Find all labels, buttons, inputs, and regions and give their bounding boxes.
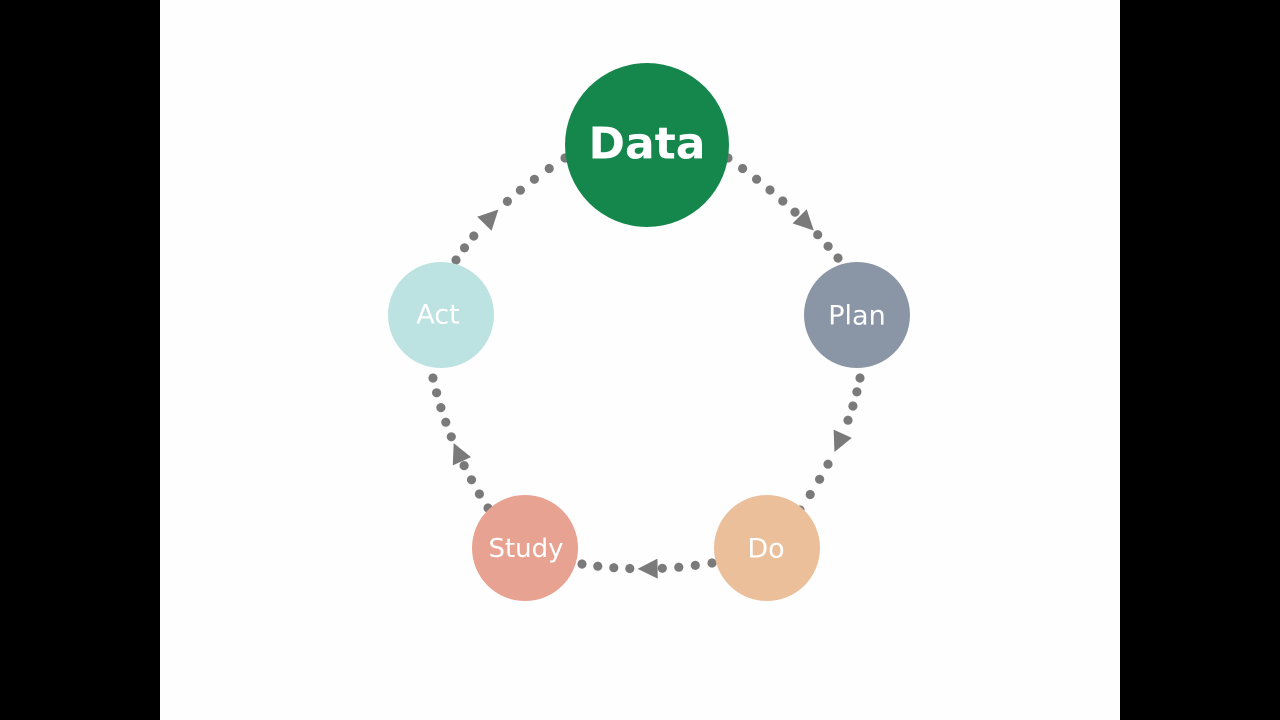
connector-dot bbox=[625, 563, 635, 574]
node-plan-circle bbox=[804, 262, 910, 368]
connector-data-to-plan bbox=[723, 153, 843, 263]
connector-dot bbox=[441, 417, 451, 427]
node-act: Act bbox=[388, 262, 494, 368]
arrowhead-icon bbox=[452, 443, 472, 466]
connector-dot bbox=[855, 373, 865, 383]
connector-dot bbox=[577, 559, 587, 569]
node-do-label: Do bbox=[747, 534, 784, 565]
connector-dot bbox=[805, 489, 815, 500]
connector-dot bbox=[515, 185, 526, 195]
connector-dot bbox=[544, 163, 554, 174]
connector-dot bbox=[474, 489, 484, 499]
arrowhead-icon bbox=[477, 209, 499, 231]
connector-dot bbox=[707, 558, 717, 568]
connector-dot bbox=[823, 241, 833, 251]
connector-dot bbox=[459, 461, 469, 471]
connector-dot bbox=[657, 563, 667, 573]
node-data-label: Data bbox=[589, 119, 706, 170]
node-study-label: Study bbox=[488, 534, 563, 564]
arrowhead-icon bbox=[792, 209, 814, 231]
connector-dot bbox=[436, 403, 446, 413]
node-data: Data bbox=[565, 63, 729, 227]
connector-dot bbox=[446, 432, 456, 442]
connector-dot bbox=[593, 561, 603, 571]
connector-dot bbox=[459, 243, 470, 253]
connector-dot bbox=[778, 196, 788, 206]
connector-dot bbox=[469, 231, 479, 241]
connector-plan-to-do bbox=[795, 373, 865, 515]
connector-dot bbox=[833, 253, 843, 263]
connector-dot bbox=[823, 459, 833, 469]
node-act-circle bbox=[388, 262, 494, 368]
connector-do-to-study bbox=[577, 558, 717, 579]
node-do-circle bbox=[714, 495, 820, 601]
connector-dot bbox=[848, 401, 858, 411]
connector-dot bbox=[529, 174, 540, 184]
connector-dot bbox=[752, 174, 762, 184]
node-do: Do bbox=[714, 495, 820, 601]
connector-dot bbox=[815, 474, 825, 484]
connector-dot bbox=[428, 373, 438, 383]
node-study: Study bbox=[472, 495, 578, 601]
connector-dot bbox=[843, 415, 853, 425]
connector-dot bbox=[690, 560, 700, 571]
node-study-circle bbox=[472, 495, 578, 601]
connector-dot bbox=[609, 563, 619, 573]
arrowhead-icon bbox=[637, 558, 658, 579]
connector-dot bbox=[852, 387, 862, 397]
connector-dot bbox=[451, 255, 461, 265]
node-plan: Plan bbox=[804, 262, 910, 368]
connector-dot bbox=[813, 230, 823, 240]
connector-dot bbox=[674, 562, 684, 572]
connector-layer bbox=[428, 153, 865, 579]
connector-dot bbox=[790, 207, 800, 217]
connector-dot bbox=[738, 163, 748, 174]
connector-act-to-data bbox=[451, 153, 570, 265]
node-plan-label: Plan bbox=[828, 301, 885, 332]
connector-dot bbox=[765, 185, 775, 195]
arrowhead-icon bbox=[833, 429, 852, 453]
connector-dot bbox=[432, 388, 442, 398]
node-act-label: Act bbox=[416, 300, 459, 331]
connector-dot bbox=[502, 196, 512, 206]
node-data-circle bbox=[565, 63, 729, 227]
node-layer: Data Plan Do Study Act bbox=[388, 63, 910, 601]
connector-dot bbox=[466, 475, 477, 485]
connector-study-to-act bbox=[428, 373, 493, 513]
